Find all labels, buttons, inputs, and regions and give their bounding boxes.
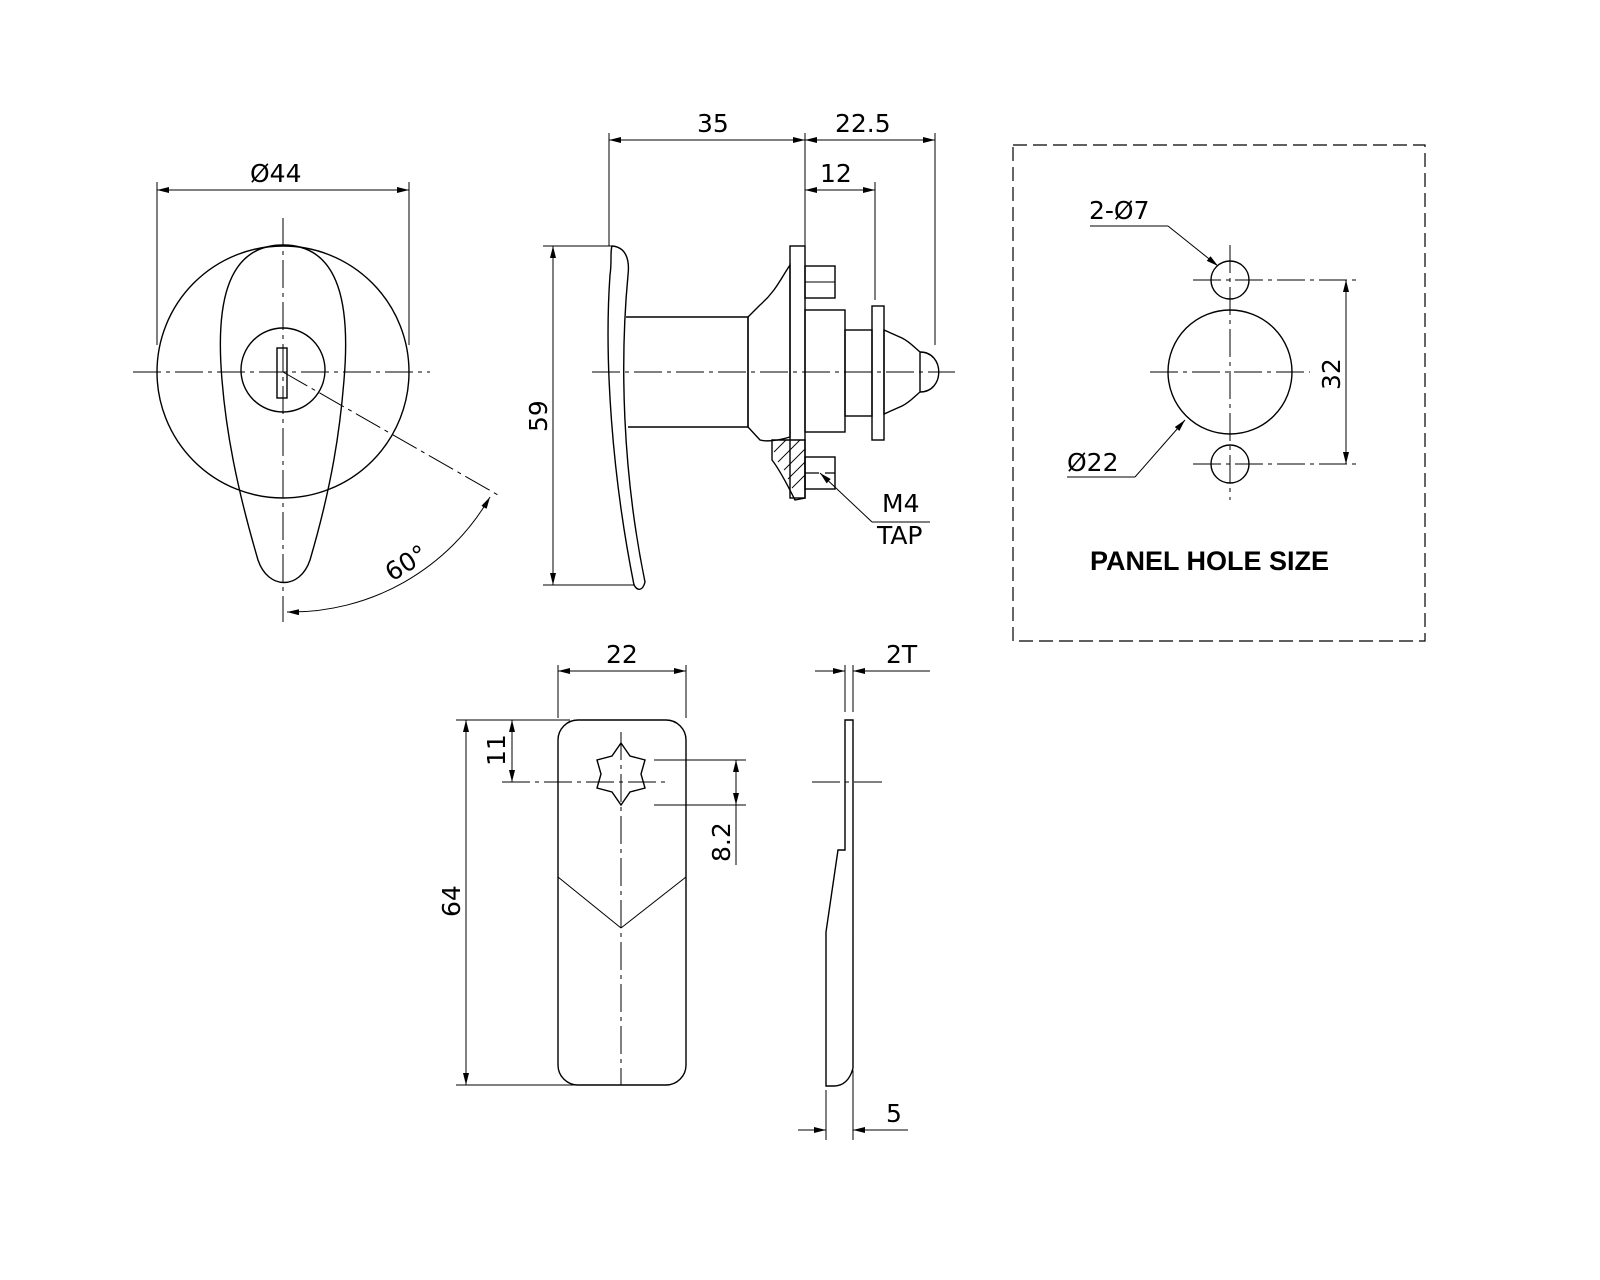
dim22-label: 22 <box>606 640 638 669</box>
cam-square-hole <box>596 741 646 807</box>
dim64-label: 64 <box>437 885 466 917</box>
side-view: 35 22.5 12 59 M4 TAP <box>524 109 955 590</box>
dia22-leader <box>1134 419 1186 478</box>
dim2t-label: 2T <box>886 640 918 669</box>
dim82-label: 8.2 <box>707 822 736 862</box>
m4-label: M4 <box>882 489 919 518</box>
dim35-label: 35 <box>697 109 729 138</box>
panel-border <box>1012 144 1426 642</box>
nut-plate <box>871 305 885 441</box>
cam-outline <box>557 719 687 1086</box>
panel-hole-view: 32 2-Ø7 Ø22 PANEL HOLE SIZE <box>1012 144 1426 642</box>
neck <box>844 329 873 417</box>
cam-side-view: 2T 5 <box>798 640 930 1140</box>
cylinder-body <box>804 309 846 433</box>
dim225-label: 22.5 <box>835 109 891 138</box>
cam-side-profile <box>825 719 854 1087</box>
handle-outline <box>219 244 347 584</box>
dia44-label: Ø44 <box>250 159 302 188</box>
angle-label: 60° <box>380 539 433 587</box>
dia7-label: 2-Ø7 <box>1089 196 1150 225</box>
key-slot <box>276 347 288 399</box>
tap-label: TAP <box>876 521 923 550</box>
dim12-label: 12 <box>820 159 852 188</box>
dia22-label: Ø22 <box>1067 448 1119 477</box>
cam-v-right <box>620 876 687 929</box>
cam-v-left <box>557 876 622 929</box>
angle-arc <box>286 496 491 616</box>
front-view: 60° Ø44 <box>133 159 499 622</box>
dia7-leader <box>1167 225 1219 267</box>
body-outline <box>747 262 791 442</box>
cam-front-view: 22 64 11 8.2 <box>437 640 746 1086</box>
dim11-label: 11 <box>482 734 511 766</box>
section-hatch-lines <box>773 439 806 489</box>
angle-ray <box>282 371 499 496</box>
dim5-label: 5 <box>886 1099 902 1128</box>
m4-leader <box>819 472 873 523</box>
section-hatch-outline <box>771 439 806 501</box>
panel-title: PANEL HOLE SIZE <box>1090 546 1329 576</box>
lever-profile <box>607 245 646 590</box>
dim32-label: 32 <box>1317 358 1346 390</box>
dim59-label: 59 <box>524 400 553 432</box>
